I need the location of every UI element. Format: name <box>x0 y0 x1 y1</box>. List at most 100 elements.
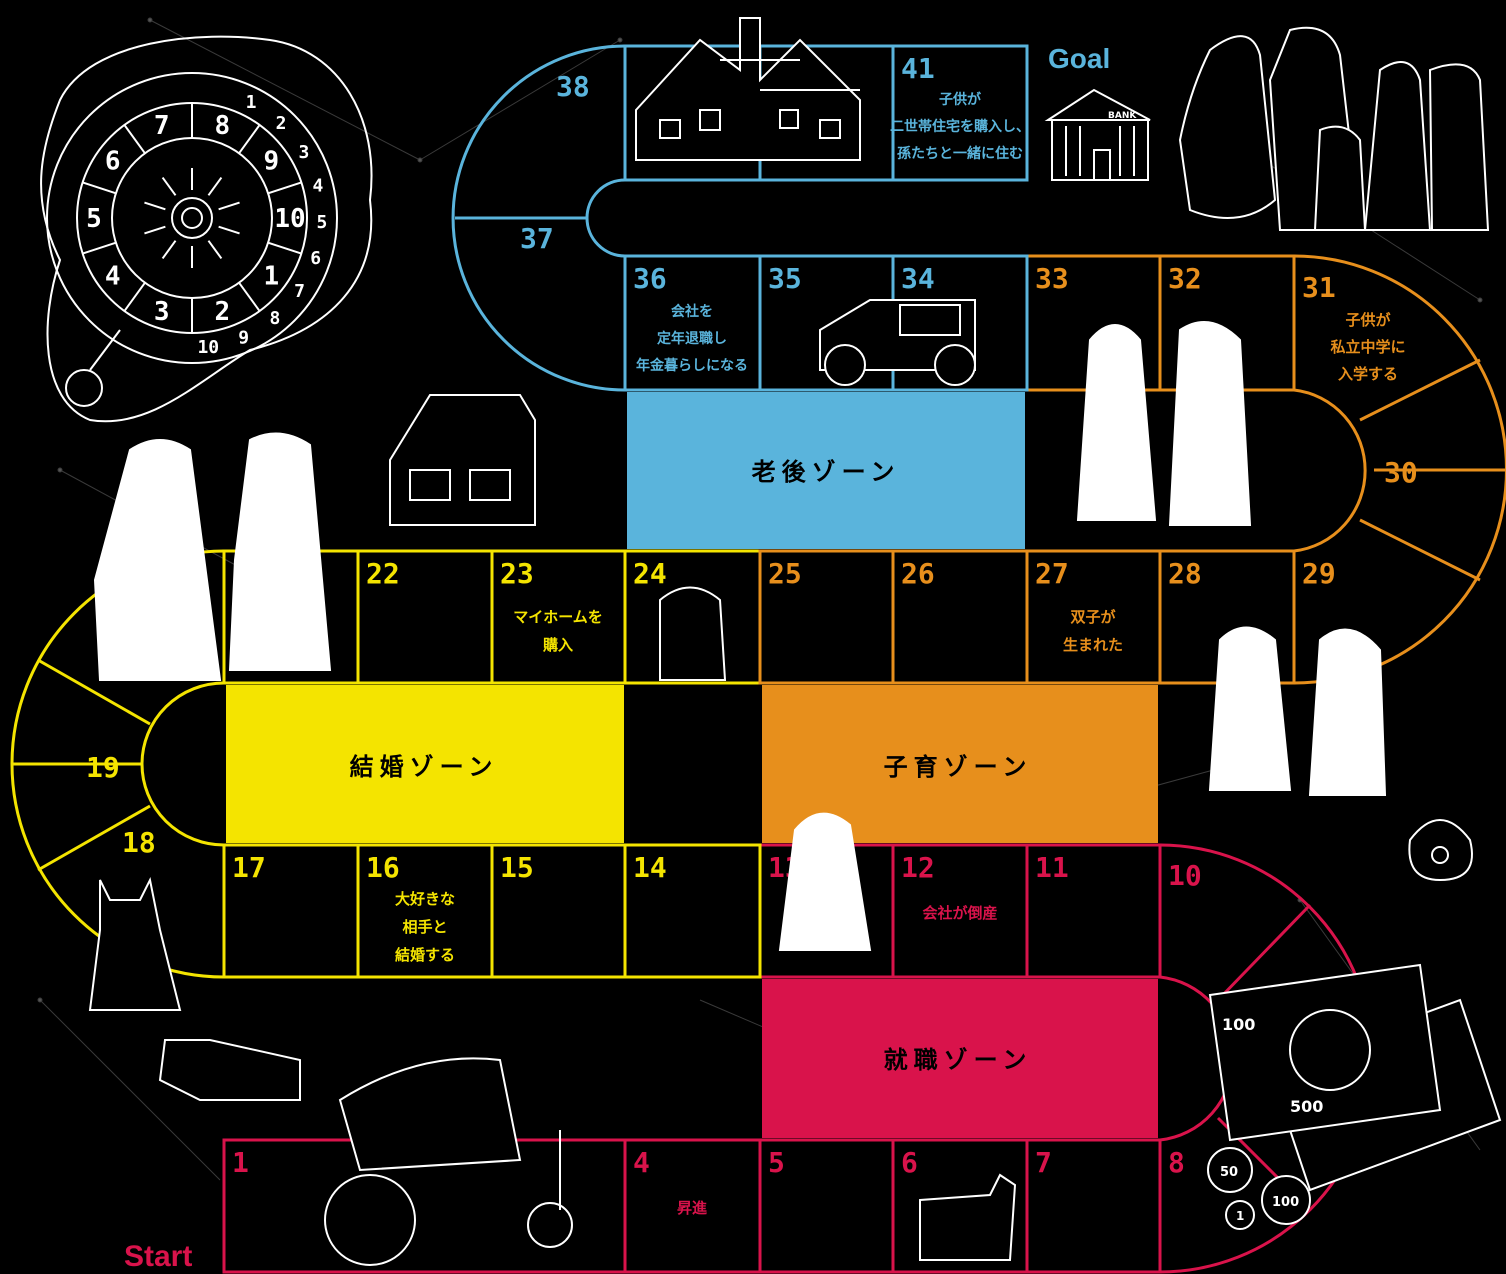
cell-33-number: 33 <box>1035 262 1069 295</box>
roulette-inner-number: 8 <box>214 111 230 141</box>
coin-50: 50 <box>1220 1165 1238 1180</box>
cell-15-number: 15 <box>500 851 534 884</box>
cell-4-number: 4 <box>633 1146 650 1179</box>
roulette-ray <box>218 225 240 235</box>
twins-illustration <box>1208 626 1387 796</box>
house-icon <box>389 394 536 526</box>
cell-6-number: 6 <box>901 1146 918 1179</box>
roulette-divider <box>82 181 117 195</box>
roulette-inner-number: 1 <box>263 262 279 292</box>
orange-track <box>758 254 1506 685</box>
cell-19-number: 19 <box>86 751 120 784</box>
roulette-ray <box>144 201 166 211</box>
grandparents-illustration <box>1076 321 1252 526</box>
cell-14-number: 14 <box>633 851 667 884</box>
roulette-divider <box>267 181 302 195</box>
child-illustration <box>778 812 872 951</box>
roulette-ray <box>144 225 166 235</box>
cell-23-caption-1: マイホームを <box>513 608 603 626</box>
cell-32-number: 32 <box>1168 262 1202 295</box>
bird-icon <box>1408 819 1473 882</box>
roulette-inner-number: 7 <box>154 111 170 141</box>
cat-walking-icon <box>919 1173 1017 1261</box>
roulette-divider <box>238 282 261 312</box>
cell-11-number: 11 <box>1035 851 1069 884</box>
cell-7-number: 7 <box>1035 1146 1052 1179</box>
roulette-divider <box>123 124 146 154</box>
roulette-inner-number: 6 <box>105 146 121 176</box>
family-illustration <box>1178 26 1490 231</box>
cell-4-caption: 昇進 <box>677 1199 708 1217</box>
cell-27-number: 27 <box>1035 557 1069 590</box>
roulette-inner-number: 3 <box>154 297 170 327</box>
cell-38-number: 38 <box>556 70 590 103</box>
roulette-outer-number: 6 <box>310 248 321 269</box>
cell-10-number: 10 <box>1168 859 1202 892</box>
banknote-value: 100 <box>1222 1015 1255 1034</box>
roulette-inner-number: 10 <box>274 204 305 234</box>
cell-36-caption-3: 年金暮らしになる <box>636 357 748 374</box>
cell-31-number: 31 <box>1302 271 1336 304</box>
roulette-divider <box>238 124 261 154</box>
cell-17-number: 17 <box>232 851 266 884</box>
cell-41-number: 41 <box>901 52 935 85</box>
cat-icon <box>88 876 182 1011</box>
cell-22-number: 22 <box>366 557 400 590</box>
roulette-outer-number: 8 <box>269 308 280 329</box>
roulette-divider <box>82 241 117 255</box>
roulette-inner-number: 2 <box>214 297 230 327</box>
roulette-outer-number: 7 <box>294 281 305 302</box>
dog-icon <box>659 586 727 681</box>
roulette-ray <box>207 240 223 260</box>
cell-16-number: 16 <box>366 851 400 884</box>
start-label: Start <box>124 1240 192 1273</box>
cell-41-caption-1: 子供が <box>939 91 982 108</box>
cell-5-number: 5 <box>768 1146 785 1179</box>
cell-36-caption-1: 会社を <box>671 303 713 320</box>
roulette-divider <box>267 241 302 255</box>
cell-37-number: 37 <box>520 222 554 255</box>
marriage-zone-block <box>226 685 624 843</box>
coins-icon <box>1207 1147 1311 1230</box>
roulette-ray <box>161 240 177 260</box>
roulette-inner-number: 5 <box>86 204 102 234</box>
roulette-outer-number: 5 <box>317 212 328 233</box>
old-car-icon <box>819 299 976 386</box>
cell-16-caption-2: 相手と <box>402 918 447 936</box>
cell-41-caption-2: 二世帯住宅を購入し、 <box>890 118 1030 135</box>
cell-25-number: 25 <box>768 557 802 590</box>
coin-100: 100 <box>1272 1195 1299 1210</box>
roulette-outer-number: 2 <box>276 113 287 134</box>
roulette-ray <box>207 176 223 196</box>
cell-16-caption-3: 結婚する <box>395 946 455 964</box>
cell-18-number: 18 <box>122 826 156 859</box>
couple-illustration <box>93 432 332 681</box>
cell-31-caption-2: 私立中学に <box>1329 338 1405 356</box>
work-zone-label: 就職ゾーン <box>884 1046 1033 1074</box>
cell-27-caption-2: 生まれた <box>1063 636 1123 654</box>
cell-30-number: 30 <box>1384 456 1418 489</box>
bank-sign: BANK <box>1108 111 1137 121</box>
roulette-ray <box>161 176 177 196</box>
coin-1: 1 <box>1236 1209 1244 1223</box>
cell-27-caption-1: 双子が <box>1070 608 1116 626</box>
two-family-house-icon <box>635 17 861 161</box>
goal-label: Goal <box>1048 43 1110 74</box>
bank-icon <box>1044 88 1151 181</box>
cell-36-caption-2: 定年退職し <box>657 330 727 347</box>
cell-36-number: 36 <box>633 262 667 295</box>
roulette-outer-number: 10 <box>197 337 219 358</box>
cell-28-number: 28 <box>1168 557 1202 590</box>
rickshaw-icon <box>324 1057 573 1266</box>
dog-dachshund-icon <box>158 1039 301 1101</box>
cell-31-caption-3: 入学する <box>1338 365 1398 383</box>
cell-12-caption: 会社が倒産 <box>922 904 997 922</box>
banknote-500-value: 500 <box>1290 1097 1323 1116</box>
roulette-divider <box>123 282 146 312</box>
cell-29-number: 29 <box>1302 557 1336 590</box>
roulette-inner-number: 9 <box>263 146 279 176</box>
cell-26-number: 26 <box>901 557 935 590</box>
cell-31-caption-1: 子供が <box>1345 311 1391 329</box>
